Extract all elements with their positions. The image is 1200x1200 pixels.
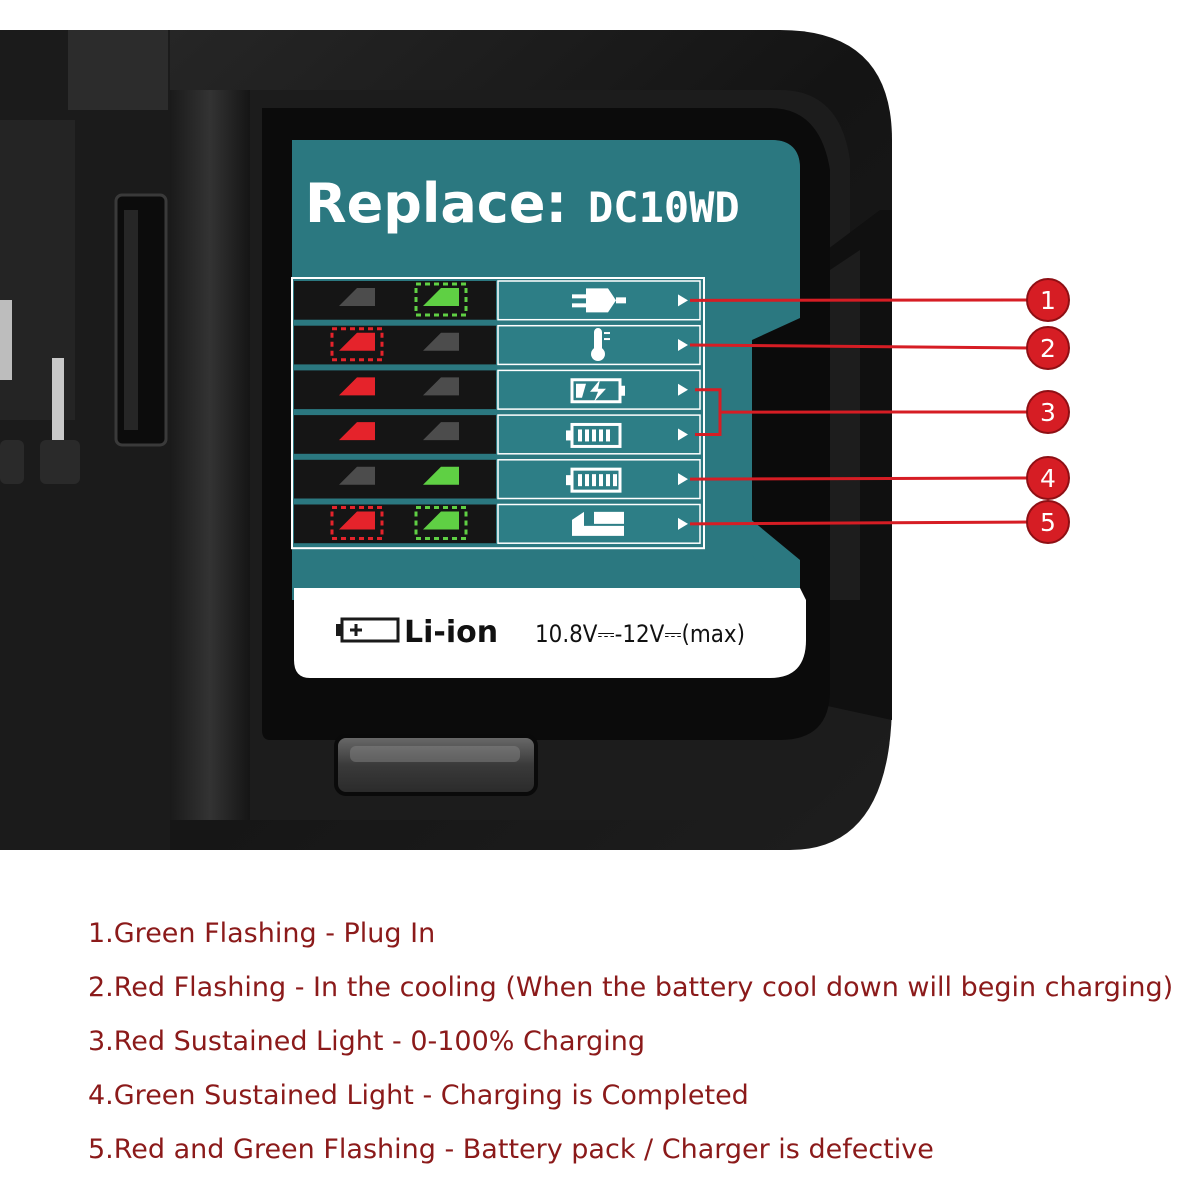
led-row-charged <box>294 459 701 500</box>
led-table <box>291 277 705 550</box>
battery-icon <box>566 422 622 448</box>
red-led-icon <box>339 377 375 396</box>
defective-battery-icon <box>572 511 624 536</box>
red-led-icon <box>339 422 375 441</box>
callout-2: 2 <box>1026 326 1070 370</box>
status-legend: 1.Green Flashing - Plug In 2.Red Flashin… <box>88 912 1188 1182</box>
charging-battery-icon <box>570 378 625 404</box>
callout-number: 5 <box>1040 508 1056 537</box>
green-led-icon <box>423 511 459 530</box>
callout-number: 4 <box>1040 464 1056 493</box>
chemistry-text: Li-ion <box>404 615 498 650</box>
legend-item-3: 3.Red Sustained Light - 0-100% Charging <box>88 1026 646 1057</box>
green-led-icon <box>423 466 459 485</box>
legend-item-5: 5.Red and Green Flashing - Battery pack … <box>88 1134 934 1165</box>
label-replace-text: Replace: <box>305 172 567 235</box>
callout-4: 4 <box>1026 456 1070 500</box>
label-model-text: DC10WD <box>588 183 740 232</box>
callout-1: 1 <box>1026 278 1070 322</box>
li-ion-battery-icon <box>336 617 400 643</box>
red-led-icon <box>339 466 375 485</box>
plug-icon <box>572 288 626 313</box>
legend-item-1: 1.Green Flashing - Plug In <box>88 918 436 949</box>
callout-number: 2 <box>1040 334 1056 363</box>
callouts: 1 2 3 4 5 <box>689 278 1070 544</box>
led-row-charging-low <box>294 414 701 455</box>
led-row-charging-partial <box>294 369 701 410</box>
legend-item-4: 4.Green Sustained Light - Charging is Co… <box>88 1080 749 1111</box>
led-row-defective <box>294 503 701 544</box>
green-led-icon <box>423 332 459 351</box>
green-led-icon <box>423 422 459 441</box>
status-lens <box>334 734 538 796</box>
callout-3: 3 <box>1026 390 1070 434</box>
terminal-post <box>52 358 64 448</box>
led-row-plug-in <box>294 280 701 321</box>
red-led-icon <box>339 511 375 530</box>
green-led-icon <box>423 288 459 306</box>
callout-number: 3 <box>1040 398 1056 427</box>
legend-item-2: 2.Red Flashing - In the cooling (When th… <box>88 972 1174 1003</box>
voltage-text: 10.8V⎓-12V⎓(max) <box>535 620 745 648</box>
terminal-post <box>0 300 12 380</box>
callout-5: 5 <box>1026 500 1070 544</box>
green-led-icon <box>423 377 459 396</box>
charger-photo: Replace: DC10WD Li-ion 10.8V⎓-12V⎓(max) … <box>0 30 1070 850</box>
full-battery-icon <box>566 467 622 493</box>
slot <box>114 193 168 447</box>
label-info-panel <box>294 588 806 678</box>
red-led-icon <box>339 332 375 351</box>
thermometer-icon <box>591 328 610 362</box>
callout-number: 1 <box>1040 286 1056 315</box>
led-row-cooling <box>294 324 701 366</box>
red-led-icon <box>339 288 375 306</box>
